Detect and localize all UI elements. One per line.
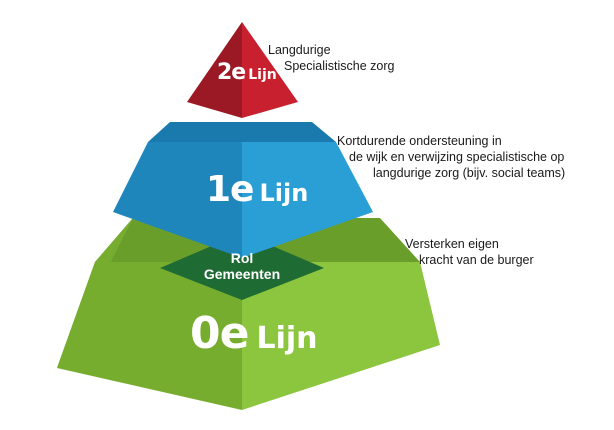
tier-0e-right-face (242, 262, 440, 410)
tier-0e-word: Lijn (256, 321, 318, 356)
tier-2e-word: Lijn (248, 67, 277, 83)
tier-2e-right-face (242, 22, 298, 118)
rol-line-1: Rol (230, 250, 254, 266)
tier-1e-note-line-3: langdurige zorg (bijv. social teams) (373, 166, 566, 180)
tier-1e-number: 1e (206, 169, 254, 210)
tier-1e-lijn (113, 122, 373, 258)
tier-2e-left-face (187, 22, 242, 118)
tier-0e-lijn (57, 218, 440, 410)
tier-0e-left-slope (57, 218, 133, 368)
tier-1e-top-face (148, 122, 336, 142)
tier-0e-note: Versterken eigen kracht van de burger (405, 236, 534, 268)
tier-1e-word: Lijn (259, 179, 309, 207)
tier-1e-note: Kortdurende ondersteuning in de wijk en … (337, 133, 565, 181)
tier-2e-note: Langdurige Specialistische zorg (268, 42, 394, 74)
tier-2e-number: 2e (217, 60, 246, 85)
tier-2e-lijn (187, 22, 298, 118)
tier-1e-right-face (242, 142, 373, 258)
tier-1e-left-face (113, 142, 242, 258)
tier-2e-note-line-1: Langdurige (268, 43, 331, 57)
tier-0e-left-face (57, 262, 242, 410)
rol-line-2: Gemeenten (203, 266, 281, 282)
rol-gemeenten-diamond (160, 233, 324, 300)
tier-1e-note-line-2: de wijk en verwijzing specialistische op (349, 150, 565, 164)
tier-0e-note-line-2: kracht van de burger (419, 253, 534, 267)
tier-2e-note-line-2: Specialistische zorg (284, 59, 395, 73)
rol-gemeenten-label: Rol Gemeenten (192, 250, 292, 282)
tier-0e-note-line-1: Versterken eigen (405, 237, 499, 251)
tier-0e-number: 0e (190, 308, 249, 359)
tier-1e-note-line-1: Kortdurende ondersteuning in (337, 134, 502, 148)
